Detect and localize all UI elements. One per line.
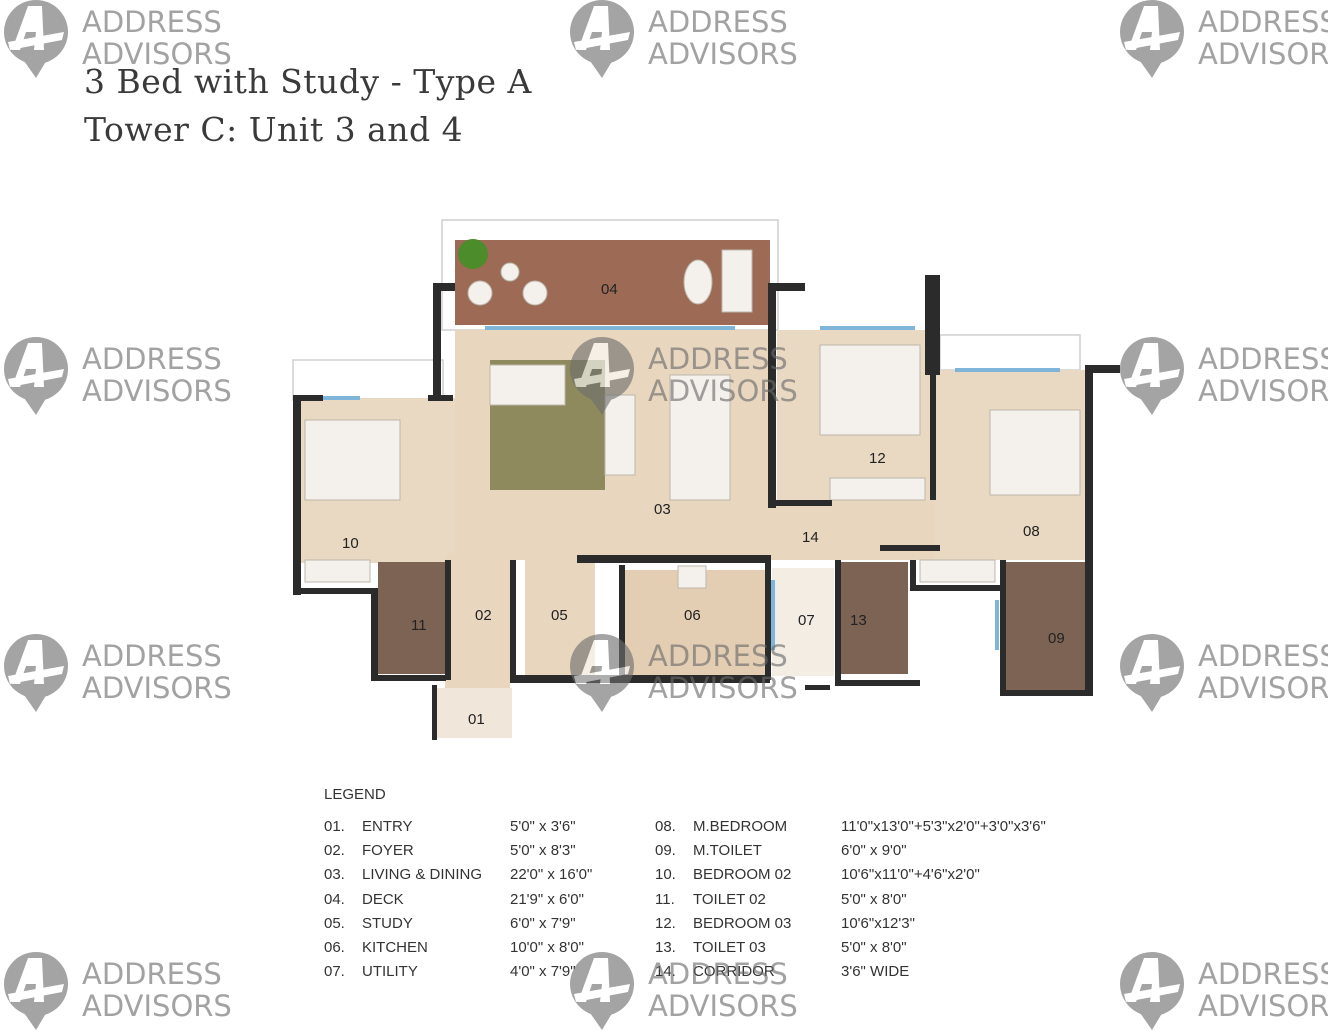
legend-size: 10'0" x 8'0" — [510, 938, 584, 956]
legend-num: 06. — [324, 938, 345, 956]
legend-num: 03. — [324, 866, 345, 884]
legend-size: 6'0" x 7'9" — [510, 914, 576, 932]
legend-num: 07. — [324, 963, 345, 981]
legend-column-left: 01. ENTRY 5'0" x 3'6" 02. FOYER 5'0" x 8'3" 03… — [324, 818, 592, 987]
legend-num: 01. — [324, 818, 345, 835]
legend-row: 03. LIVING & DINING 22'0" x 16'0" — [324, 866, 592, 890]
legend-row: 14. CORRIDOR 3'6" WIDE — [655, 963, 1046, 987]
room-label-08: 08 — [1023, 523, 1040, 540]
legend-name: CORRIDOR — [693, 963, 775, 981]
plan-title: 3 Bed with Study - Type A — [84, 62, 532, 101]
legend-row: 01. ENTRY 5'0" x 3'6" — [324, 818, 592, 842]
legend-size: 5'0" x 8'0" — [841, 938, 907, 956]
room-label-11: 11 — [411, 617, 427, 634]
legend-row: 10. BEDROOM 02 10'6"x11'0"+4'6"x2'0" — [655, 866, 1046, 890]
furniture — [304, 249, 1081, 589]
legend-name: M.TOILET — [693, 842, 762, 860]
legend-num: 02. — [324, 842, 345, 860]
deck-floor — [455, 240, 770, 325]
m-toilet-floor — [1003, 562, 1087, 690]
toilet-02-floor — [378, 562, 446, 674]
legend-name: BEDROOM 02 — [693, 866, 792, 884]
legend-row: 02. FOYER 5'0" x 8'3" — [324, 842, 592, 866]
legend-num: 10. — [655, 866, 676, 884]
room-label-05: 05 — [551, 607, 568, 624]
foyer-floor — [445, 555, 510, 690]
legend-name: BEDROOM 03 — [693, 914, 792, 932]
legend-name: TOILET 02 — [693, 890, 766, 908]
room-label-10: 10 — [342, 535, 359, 552]
legend-size: 22'0" x 16'0" — [510, 866, 593, 884]
room-label-09: 09 — [1048, 630, 1065, 647]
room-label-01: 01 — [468, 711, 485, 728]
legend-row: 09. M.TOILET 6'0" x 9'0" — [655, 842, 1046, 866]
legend-name: KITCHEN — [362, 938, 428, 956]
room-label-14: 14 — [802, 529, 819, 546]
legend-name: LIVING & DINING — [362, 866, 483, 884]
legend-name: ENTRY — [362, 818, 413, 835]
room-label-07: 07 — [798, 612, 815, 629]
legend-row: 07. UTILITY 4'0" x 7'9" — [324, 963, 592, 987]
legend-size: 21'9" x 6'0" — [510, 890, 584, 908]
legend-num: 09. — [655, 842, 676, 860]
legend-size: 5'0" x 8'3" — [510, 842, 576, 860]
legend-row: 13. TOILET 03 5'0" x 8'0" — [655, 939, 1046, 963]
legend-column-right: 08. M.BEDROOM 11'0"x13'0"+5'3"x2'0"+3'0"x3… — [655, 818, 1046, 987]
legend: LEGEND 01. ENTRY 5'0" x 3'6" 02. FOYER 5'0" x… — [324, 786, 1046, 980]
legend-row: 08. M.BEDROOM 11'0"x13'0"+5'3"x2'0"+3'0"x3… — [655, 818, 1046, 842]
entry-floor — [436, 688, 512, 738]
legend-num: 14. — [655, 963, 676, 981]
legend-heading: LEGEND — [324, 786, 386, 803]
room-label-13: 13 — [850, 612, 867, 629]
legend-size: 5'0" x 3'6" — [510, 818, 576, 835]
legend-size: 10'6"x11'0"+4'6"x2'0" — [841, 866, 980, 884]
legend-row: 06. KITCHEN 10'0" x 8'0" — [324, 939, 592, 963]
legend-row: 12. BEDROOM 03 10'6"x12'3" — [655, 915, 1046, 939]
legend-size: 10'6"x12'3" — [841, 914, 915, 932]
room-label-06: 06 — [684, 607, 701, 624]
walls — [293, 275, 1120, 740]
toilet-03-floor — [838, 562, 908, 674]
plan-subtitle: Tower C: Unit 3 and 4 — [84, 110, 464, 149]
legend-row: 11. TOILET 02 5'0" x 8'0" — [655, 891, 1046, 915]
legend-size: 6'0" x 9'0" — [841, 842, 907, 860]
legend-size: 11'0"x13'0"+5'3"x2'0"+3'0"x3'6" — [841, 818, 1046, 835]
room-label-02: 02 — [475, 607, 492, 624]
legend-name: UTILITY — [362, 963, 418, 981]
legend-size: 4'0" x 7'9" — [510, 963, 576, 981]
legend-size: 5'0" x 8'0" — [841, 890, 907, 908]
legend-name: M.BEDROOM — [693, 818, 788, 835]
plant-icon — [458, 239, 488, 269]
legend-num: 05. — [324, 914, 345, 932]
legend-name: FOYER — [362, 842, 414, 860]
legend-num: 11. — [655, 890, 675, 908]
legend-name: STUDY — [362, 914, 413, 932]
legend-num: 04. — [324, 890, 345, 908]
legend-size: 3'6" WIDE — [841, 963, 910, 981]
room-label-03: 03 — [654, 501, 671, 518]
room-label-04: 04 — [601, 281, 618, 298]
legend-row: 05. STUDY 6'0" x 7'9" — [324, 915, 592, 939]
legend-name: DECK — [362, 890, 404, 908]
legend-num: 13. — [655, 938, 676, 956]
legend-row: 04. DECK 21'9" x 6'0" — [324, 891, 592, 915]
legend-num: 08. — [655, 818, 676, 835]
legend-name: TOILET 03 — [693, 938, 766, 956]
utility-floor — [772, 568, 834, 676]
room-label-12: 12 — [869, 450, 886, 467]
legend-num: 12. — [655, 914, 676, 932]
